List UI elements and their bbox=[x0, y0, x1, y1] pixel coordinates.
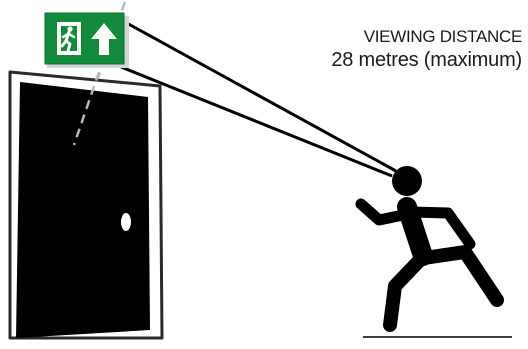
running-person-icon bbox=[361, 166, 497, 325]
exit-sign-icon bbox=[45, 13, 129, 68]
door-icon bbox=[10, 72, 162, 338]
exit-running-man-icon bbox=[57, 22, 81, 55]
caption-distance-value: 28 metres (maximum) bbox=[331, 49, 522, 72]
sight-line-top bbox=[123, 21, 396, 171]
door-handle bbox=[121, 213, 131, 231]
caption-viewing-distance: VIEWING DISTANCE bbox=[364, 27, 522, 47]
sight-lines bbox=[121, 21, 396, 176]
